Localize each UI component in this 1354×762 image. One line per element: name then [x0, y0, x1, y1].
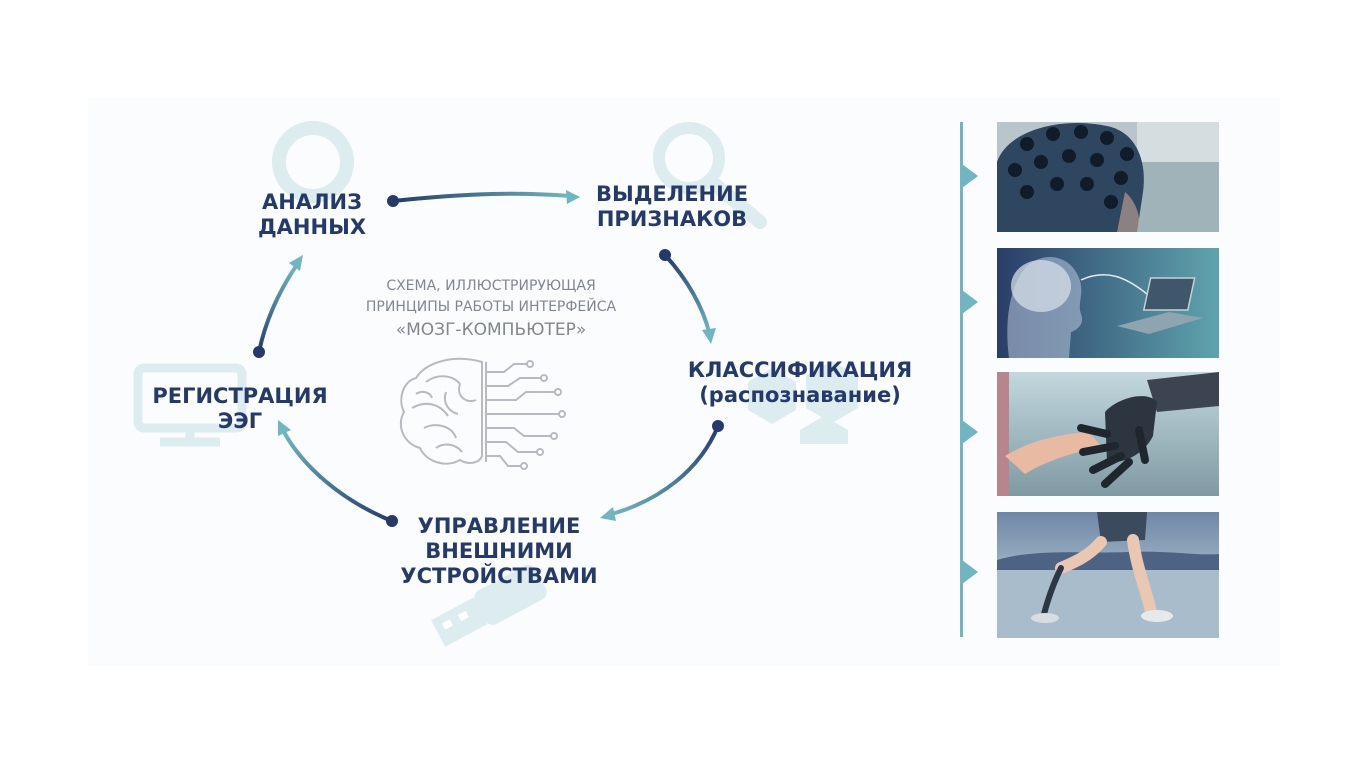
- monitor-icon: [133, 363, 247, 447]
- diagram-caption-line-1: СХЕМА, ИЛЛЮСТРИРУЮЩАЯ: [386, 278, 596, 294]
- timeline-marker: [962, 164, 978, 188]
- step-eeg-registration: РЕГИСТРАЦИЯ ЭЭГ: [152, 384, 328, 433]
- brain-laptop-photo: [997, 248, 1219, 358]
- eeg-cap-photo: [997, 122, 1219, 232]
- magnifier-icon: [272, 121, 354, 203]
- step-device-control: УПРАВЛЕНИЕ ВНЕШНИМИ УСТРОЙСТВАМИ: [400, 514, 598, 588]
- brain-circuit-icon: [399, 357, 566, 470]
- hexagon-icon: [748, 361, 858, 444]
- arrow-registration-to-analysis: [253, 255, 303, 358]
- step-data-analysis: АНАЛИЗ ДАННЫХ: [257, 190, 367, 239]
- timeline-marker: [962, 420, 978, 444]
- prosthetic-leg-runner-photo: [997, 512, 1219, 638]
- diagram-caption-line-2: ПРИНЦИПЫ РАБОТЫ ИНТЕРФЕЙСА: [365, 299, 617, 315]
- prosthetic-hand-photo: [997, 372, 1219, 496]
- timeline-marker: [962, 560, 978, 584]
- diagram-caption-line-3: «МОЗГ-КОМПЬЮТЕР»: [395, 320, 587, 340]
- timeline-marker: [962, 290, 978, 314]
- step-classification: КЛАССИФИКАЦИЯ (распознавание): [687, 358, 913, 407]
- arrow-features-to-classification: [659, 249, 716, 344]
- magnifier-icon: [653, 122, 767, 229]
- arrow-analysis-to-features: [387, 190, 580, 207]
- step-feature-extraction: ВЫДЕЛЕНИЕ ПРИЗНАКОВ: [595, 182, 749, 231]
- photo-timeline-line: [960, 122, 963, 637]
- arrow-classification-to-control: [600, 420, 724, 521]
- arrow-control-to-registration: [278, 420, 398, 527]
- usb-plug-icon: [431, 565, 547, 647]
